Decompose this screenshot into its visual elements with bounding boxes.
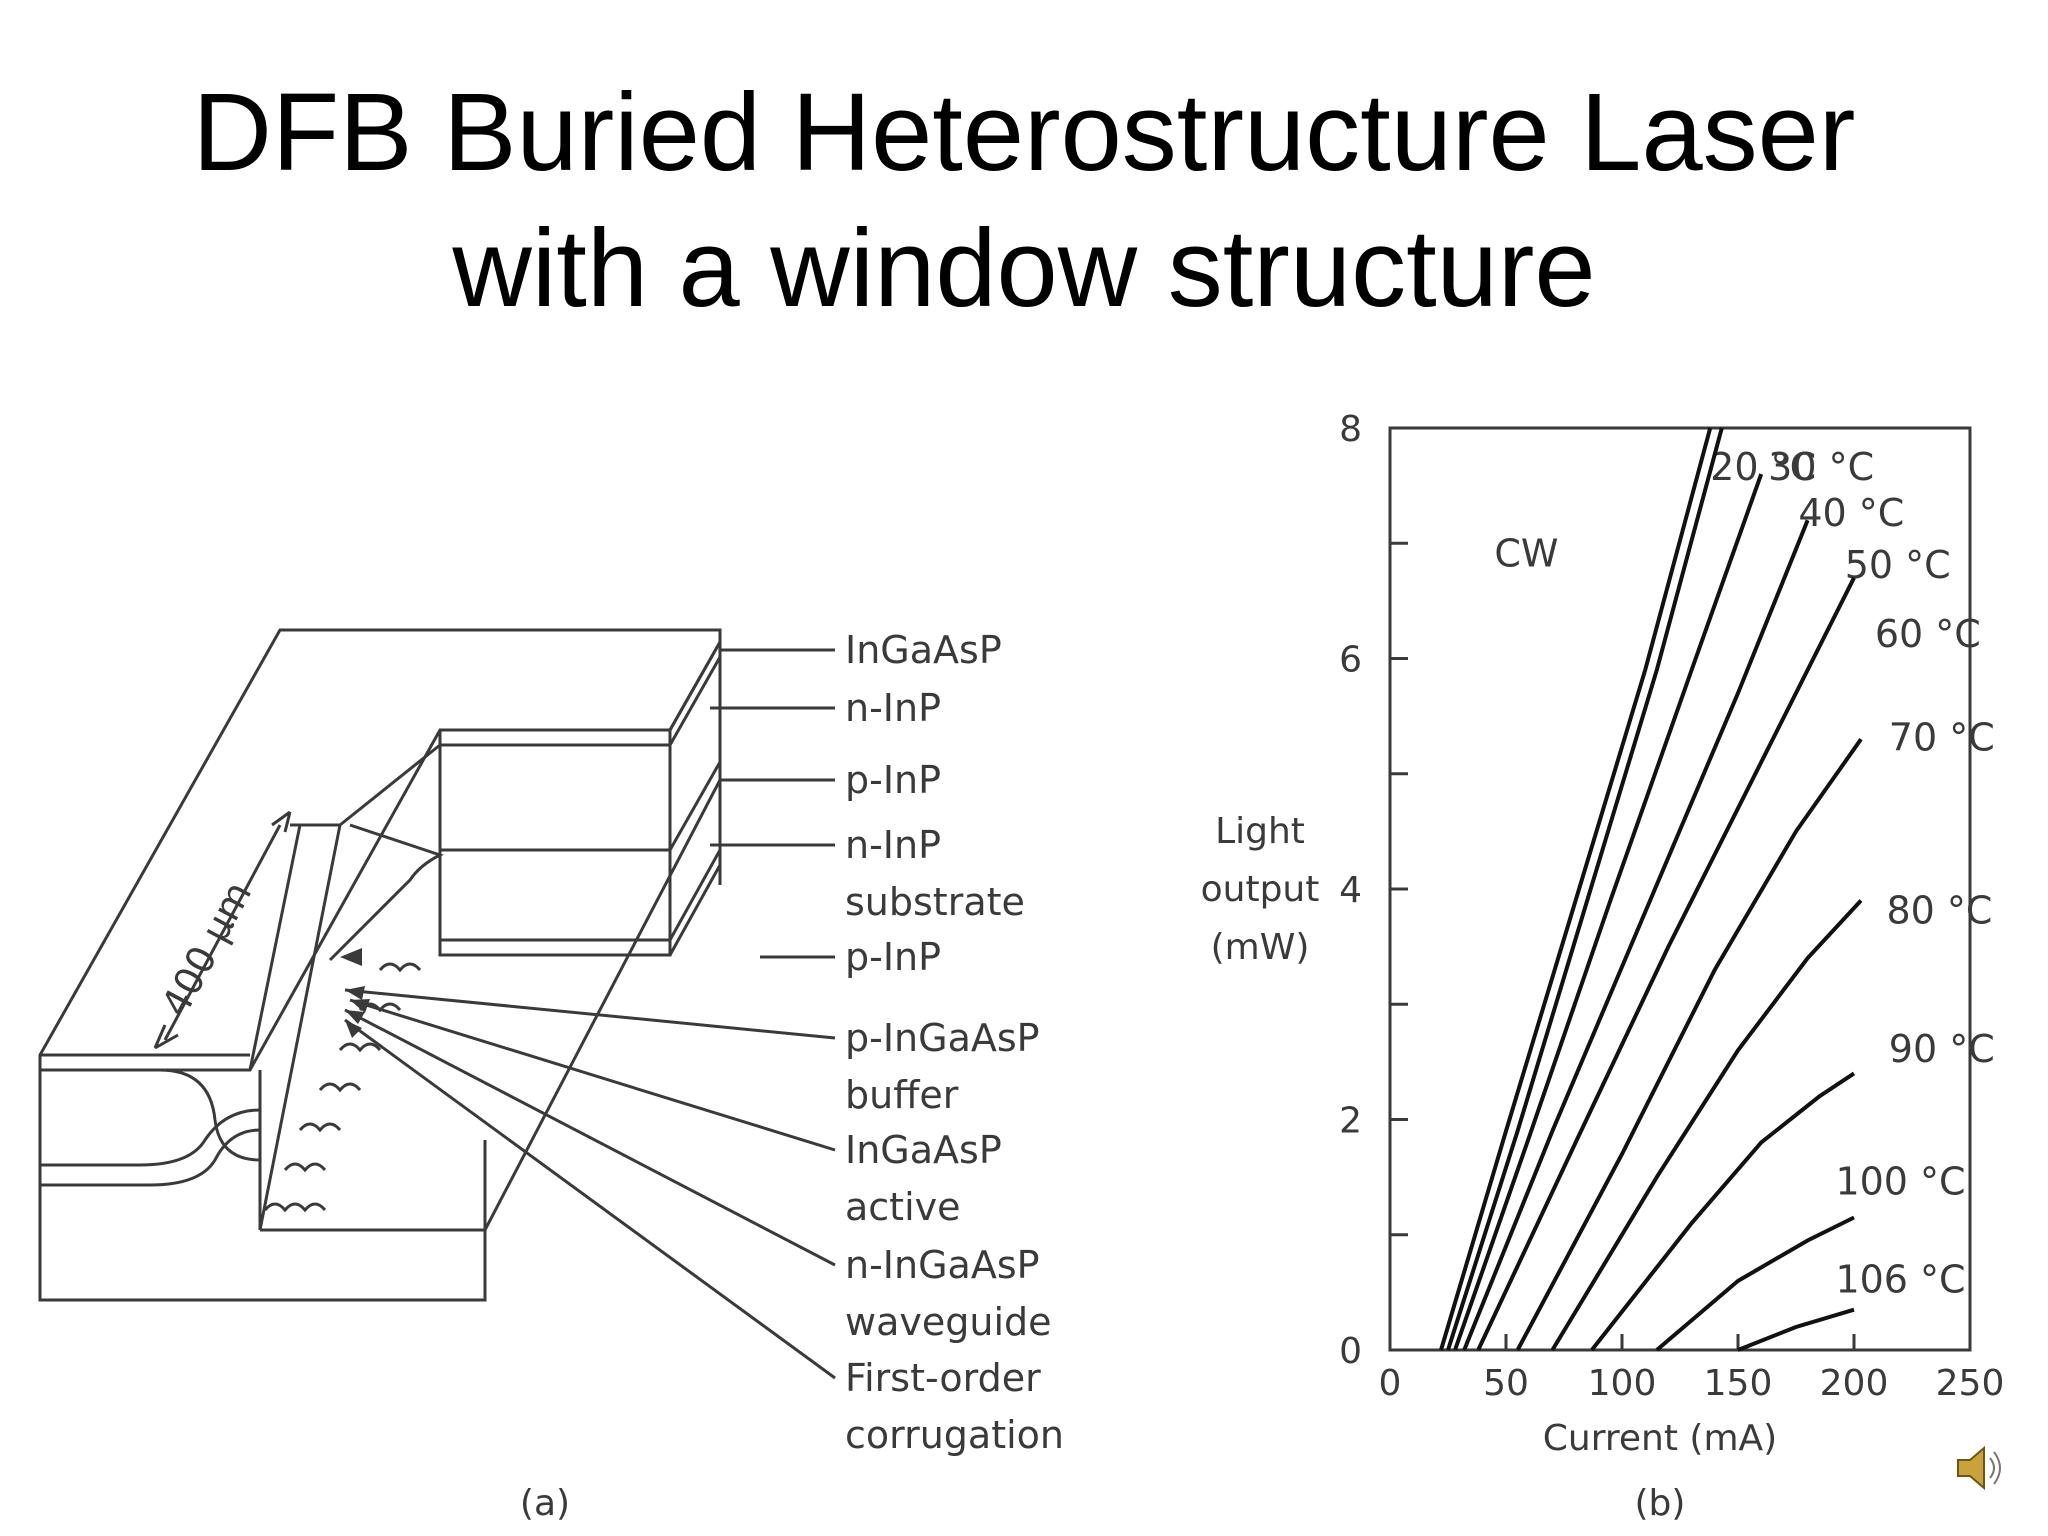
x-tick-label: 150 bbox=[1704, 1363, 1773, 1404]
series-label-8: 100 °C bbox=[1835, 1159, 1965, 1203]
series-line-8 bbox=[1655, 1215, 1855, 1352]
series-line-9 bbox=[1737, 1307, 1855, 1352]
chart-caption: (b) bbox=[1635, 1483, 1686, 1524]
series-label-1: 30 °C bbox=[1768, 445, 1874, 489]
laser-structure-diagram: 400 μm InGaAsP n-InP p-InP n-InP substrate p-… bbox=[38, 628, 1064, 1524]
y-axis-label-line-2: output bbox=[1201, 869, 1320, 910]
series-line-2 bbox=[1453, 473, 1764, 1351]
series-label-0: 20 °C bbox=[1710, 445, 1816, 489]
dimension-label: 400 μm bbox=[153, 874, 260, 1023]
y-tick-label: 6 bbox=[1339, 640, 1362, 681]
layer-label-5-line2: buffer bbox=[845, 1073, 959, 1117]
series-line-5 bbox=[1515, 738, 1863, 1351]
layer-label-3: n-InP bbox=[845, 823, 941, 867]
series-label-4: 60 °C bbox=[1875, 612, 1981, 656]
layer-label-8-line2: corrugation bbox=[845, 1413, 1064, 1457]
chart-series: 20 °C30 °C40 °C 50 °C 60 °C 70 °C 80 °C 90 °C… bbox=[1439, 427, 1995, 1352]
layer-label-7: n-InGaAsP bbox=[845, 1243, 1040, 1287]
y-axis-label: Light output (mW) bbox=[1201, 811, 1320, 968]
layer-label-2: p-InP bbox=[845, 758, 941, 802]
layer-label-6: InGaAsP bbox=[845, 1128, 1002, 1172]
light-current-chart: 0 50 100 150 200 250 0 2 4 6 8 20 °C30 °C40 °C 50 °… bbox=[1201, 409, 2005, 1524]
x-tick-label: 100 bbox=[1588, 1363, 1657, 1404]
layer-label-3-line2: substrate bbox=[845, 880, 1025, 924]
layer-label-8: First-order bbox=[845, 1356, 1041, 1400]
series-line-3 bbox=[1462, 519, 1810, 1351]
layer-label-5: p-InGaAsP bbox=[845, 1016, 1040, 1060]
series-line-4 bbox=[1476, 576, 1856, 1351]
slide-title: DFB Buried Heterostructure Laser with a … bbox=[0, 65, 2048, 337]
x-tick-label: 250 bbox=[1936, 1363, 2005, 1404]
x-tick-label: 50 bbox=[1483, 1363, 1529, 1404]
layer-labels: InGaAsP n-InP p-InP n-InP substrate p-InP p-In… bbox=[845, 628, 1064, 1457]
layer-label-6-line2: active bbox=[845, 1185, 961, 1229]
series-line-6 bbox=[1550, 899, 1863, 1352]
layer-label-4: p-InP bbox=[845, 935, 941, 979]
series-label-2: 40 °C bbox=[1798, 491, 1904, 535]
layer-label-7-line2: waveguide bbox=[845, 1300, 1052, 1344]
speaker-icon[interactable] bbox=[1952, 1440, 2008, 1496]
x-tick-label: 0 bbox=[1379, 1363, 1402, 1404]
series-label-3: 50 °C bbox=[1845, 543, 1951, 587]
series-line-0 bbox=[1439, 427, 1713, 1351]
x-tick-label: 200 bbox=[1820, 1363, 1889, 1404]
series-line-7 bbox=[1590, 1071, 1856, 1352]
series-label-6: 80 °C bbox=[1886, 889, 1992, 933]
y-tick-label: 8 bbox=[1339, 409, 1362, 450]
title-line-2: with a window structure bbox=[452, 207, 1596, 330]
title-line-1: DFB Buried Heterostructure Laser bbox=[192, 71, 1856, 194]
series-label-9: 106 °C bbox=[1835, 1257, 1965, 1301]
x-axis-label: Current (mA) bbox=[1543, 1418, 1777, 1459]
y-tick-label: 2 bbox=[1339, 1101, 1362, 1142]
diagram-caption: (a) bbox=[520, 1483, 570, 1524]
y-axis-label-line-1: Light bbox=[1215, 811, 1305, 852]
series-line-1 bbox=[1446, 427, 1724, 1351]
y-axis-label-line-3: (mW) bbox=[1211, 927, 1310, 968]
series-label-7: 90 °C bbox=[1889, 1027, 1995, 1071]
y-tick-label: 0 bbox=[1339, 1331, 1362, 1372]
y-tick-label: 4 bbox=[1339, 870, 1362, 911]
chart-frame: 0 50 100 150 200 250 0 2 4 6 8 bbox=[1339, 409, 2004, 1404]
layer-label-1: n-InP bbox=[845, 686, 941, 730]
series-label-5: 70 °C bbox=[1889, 716, 1995, 760]
layer-label-0: InGaAsP bbox=[845, 628, 1002, 672]
cw-annotation: CW bbox=[1494, 531, 1558, 575]
